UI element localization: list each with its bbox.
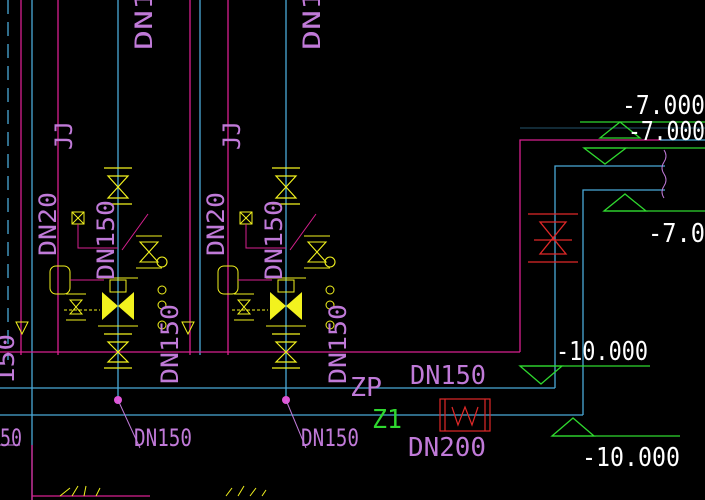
level-marker-top-2-icon — [582, 147, 628, 165]
valve-assembly-right — [217, 167, 336, 404]
level-marker-top-3-icon — [602, 193, 648, 212]
valve-assembly-left — [15, 167, 195, 404]
label-dn150-diag-left: DN150 — [134, 424, 192, 452]
label-dn150-main: DN150 — [410, 361, 486, 391]
check-valve-icon — [304, 235, 336, 269]
gate-valve-icon — [104, 167, 132, 205]
gate-valve-lower-icon — [272, 333, 300, 369]
label-jj-right: JJ — [218, 121, 246, 150]
label-dn150-edge-bottom: 50 — [0, 424, 22, 452]
label-dn150-riser-right: DN150 — [260, 200, 288, 280]
label-dn150-edge: 150 — [0, 334, 20, 384]
funnel-icon — [15, 321, 29, 336]
pipe-magenta-to-tank — [519, 139, 670, 352]
label-level-top-3: -7.0 — [648, 219, 705, 249]
label-jj-left: JJ — [50, 121, 78, 150]
label-zp: ZP — [350, 373, 382, 403]
label-dn150-vert-mid-left: DN150 — [156, 304, 184, 384]
red-fitting-icon — [439, 398, 491, 432]
leader-line-left — [117, 399, 141, 449]
label-level-bottom: -10.000 — [582, 443, 680, 473]
label-dn200: DN200 — [408, 433, 486, 463]
label-dn150-diag-right: DN150 — [301, 424, 359, 452]
label-dn15-top-left: DN15 — [130, 0, 158, 50]
labels: DN15 DN15 JJ JJ DN20 DN20 DN150 DN150 DN… — [0, 0, 705, 473]
label-level-top-1: -7.000 — [622, 91, 705, 121]
label-dn150-vert-mid-right: DN150 — [324, 304, 352, 384]
level-marker-top-1-icon — [598, 121, 642, 139]
label-dn20-right: DN20 — [202, 192, 230, 256]
red-gate-valve-icon — [528, 213, 578, 263]
gate-valve-icon — [272, 167, 300, 205]
bottom-fixture-icon — [59, 485, 267, 497]
label-dn20-left: DN20 — [34, 192, 62, 256]
instrument-column-icon — [157, 285, 167, 330]
break-line — [661, 149, 667, 199]
leader-line-right — [285, 399, 307, 449]
label-level-top-2: -7.000 — [628, 117, 705, 147]
pressure-reducing-valve-icon — [102, 292, 118, 320]
level-markers — [518, 121, 705, 437]
label-dn15-top-right: DN15 — [298, 0, 326, 50]
label-z1: Z1 — [372, 405, 402, 435]
check-valve-icon — [136, 235, 168, 269]
label-level-mid: -10.000 — [556, 337, 648, 367]
pressure-reducing-valve-icon — [270, 292, 286, 320]
label-dn150-riser-left: DN150 — [92, 200, 120, 280]
level-marker-mid-icon — [518, 365, 564, 385]
pipe-cyan-z1-up — [582, 189, 665, 415]
gauge-icon — [49, 265, 71, 295]
instrument-column-icon — [325, 285, 335, 330]
gate-valve-lower-icon — [104, 333, 132, 369]
pipe-cyan-zp-up — [554, 165, 665, 388]
level-marker-bottom-icon — [550, 417, 596, 437]
